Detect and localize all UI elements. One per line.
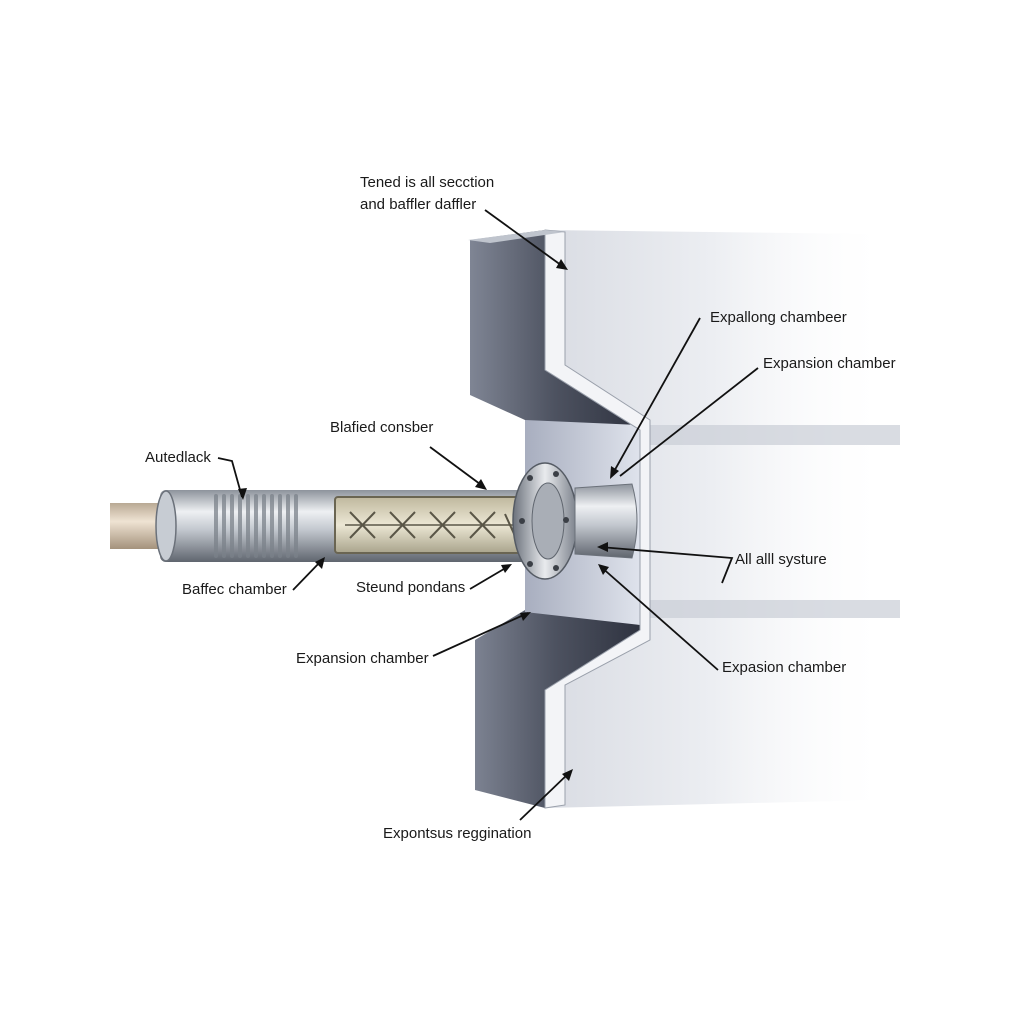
label-expasion-chamber-right-bottom: Expasion chamber: [722, 659, 847, 676]
label-all-alll-systure: All alll systure: [735, 551, 827, 568]
pipe-flange-inner: [531, 482, 565, 560]
housing-stepped-edge: [544, 229, 651, 809]
housing-band-upper: [640, 425, 900, 445]
flange-bolts: [519, 471, 569, 571]
corrugation-rib: [262, 494, 266, 558]
corrugation-rib: [294, 494, 298, 558]
label-autedlack: Autedlack: [145, 449, 211, 466]
corrugation-rib: [238, 494, 242, 558]
corrugation-rib: [230, 494, 234, 558]
label-steund-pondans: Steund pondans: [356, 579, 466, 596]
leader-title: [484, 209, 566, 269]
label-expansion-chamber-left: Expansion chamber: [296, 650, 429, 667]
chamber-nozzle: [574, 483, 638, 559]
corrugation-rib: [270, 494, 274, 558]
corrugation-rib: [222, 494, 226, 558]
leader-lines: [217, 209, 759, 821]
leader-expansion-left: [432, 612, 529, 657]
corrugation-rib: [214, 494, 218, 558]
label-expansion-chamber-right-top: Expansion chamber: [763, 355, 896, 372]
leader-blafied: [429, 446, 485, 488]
label-title-line1: Tened is all secction: [360, 174, 495, 191]
leader-steund: [469, 565, 510, 590]
housing-top-rim: [468, 230, 565, 243]
label-baffec-chamber: Baffec chamber: [182, 581, 287, 598]
leader-expasion-right-bottom: [599, 565, 719, 671]
leader-expansion-right-top: [619, 367, 759, 477]
corrugation-rib: [286, 494, 290, 558]
label-expontsus-regignation: Expontsus reggination: [383, 825, 532, 842]
leader-all-alll: [599, 546, 734, 584]
housing-band-lower: [640, 600, 900, 618]
inlet-pipe-assembly: [110, 462, 638, 580]
housing-outer-face: [545, 230, 880, 808]
leader-baffec: [292, 559, 323, 591]
corrugation-rib: [246, 494, 250, 558]
leader-expallong: [611, 317, 701, 476]
label-title-line2: and baffler daffler: [360, 196, 477, 213]
corrugated-section: [214, 494, 298, 558]
leader-arrowheads: [238, 259, 619, 781]
label-blafied-consber: Blafied consber: [330, 419, 434, 436]
inlet-pipe-end: [155, 490, 177, 562]
leader-expontsus: [519, 771, 571, 821]
corrugation-rib: [278, 494, 282, 558]
label-expallong-chamber: Expallong chambeer: [710, 309, 847, 326]
corrugation-rib: [254, 494, 258, 558]
leader-autedlack: [217, 457, 243, 498]
